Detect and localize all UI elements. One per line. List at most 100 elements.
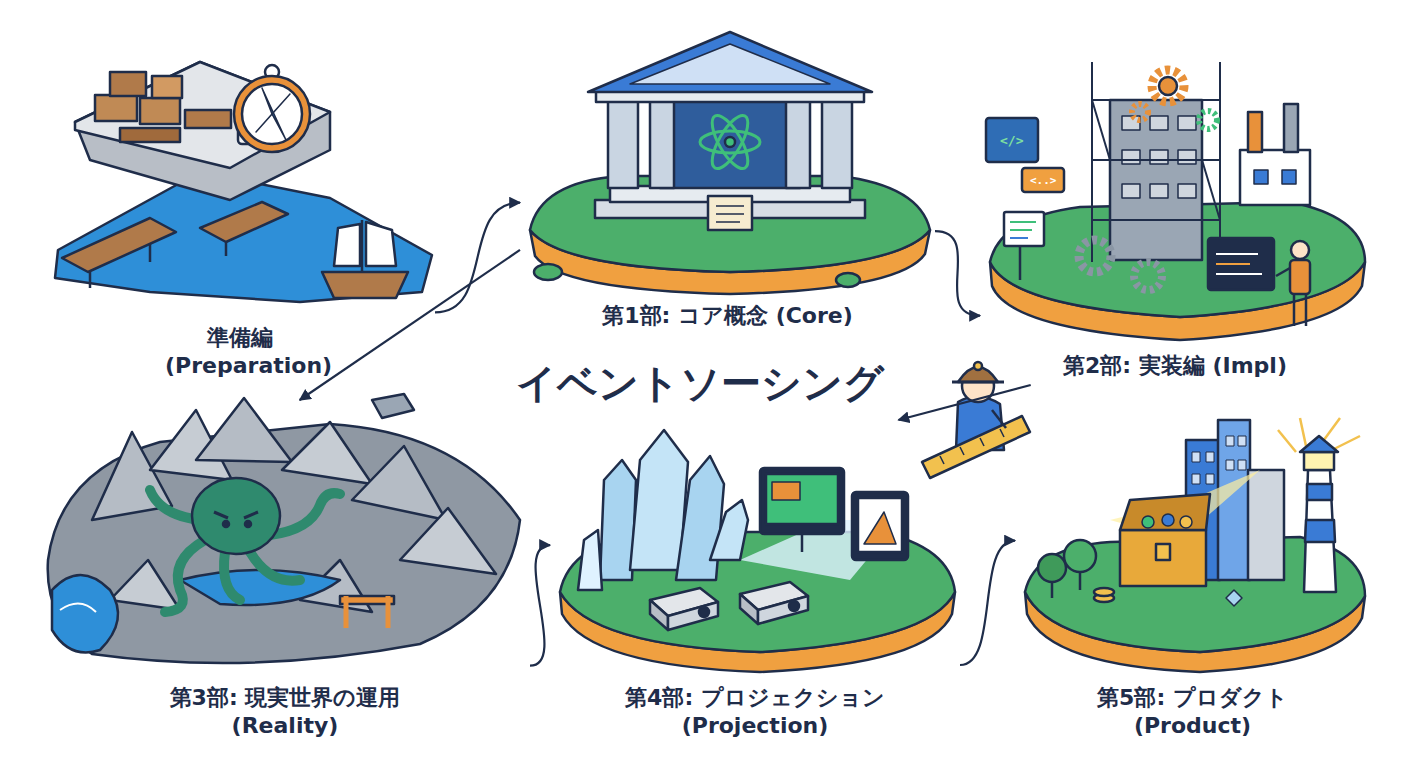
impl-island-part <box>1248 112 1262 152</box>
impl-island-part <box>1004 212 1044 246</box>
core-island-part <box>588 32 872 92</box>
product-island-part <box>1142 516 1154 528</box>
preparation-island-part <box>322 272 408 298</box>
impl-island-part <box>1010 237 1028 239</box>
projection-island-part <box>668 602 718 630</box>
preparation-island-part <box>242 84 302 144</box>
reality-island-part <box>60 603 96 612</box>
projection-island-part <box>676 456 724 580</box>
preparation-island-part <box>89 272 92 288</box>
projection-island-part <box>650 600 668 630</box>
preparation-island-part <box>256 94 290 132</box>
projection-island-part <box>760 468 844 534</box>
reality-island-part-part <box>165 540 205 612</box>
impl-island-part <box>1159 77 1177 95</box>
projection-island-part <box>801 534 804 552</box>
impl-island-part <box>1293 294 1296 326</box>
impl-island-part-part <box>1092 100 1110 160</box>
product-island-part-part <box>1192 452 1200 462</box>
product-island-part-part <box>1300 418 1306 446</box>
reality-island-part <box>386 596 391 628</box>
impl-island-part-part <box>1202 160 1220 220</box>
projection-island-part <box>789 601 799 611</box>
explorer-figure-part-part <box>940 456 944 464</box>
core-island-part <box>608 98 638 188</box>
impl-island-part-part <box>1150 150 1168 164</box>
reality-island <box>48 394 520 663</box>
product-island-part <box>1304 470 1336 592</box>
island-label: 準備編 (Preparation) <box>165 324 315 381</box>
core-island-part-part <box>705 111 754 174</box>
impl-island-part-part <box>1178 116 1196 130</box>
projection-island-part <box>740 594 758 624</box>
diagram-title: イベントソーシング <box>516 359 884 407</box>
reality-island-part <box>196 398 292 462</box>
explorer-figure-part <box>940 429 1004 464</box>
impl-island-part-part <box>1122 184 1140 198</box>
preparation-island-part <box>62 218 176 272</box>
impl-island-part-part <box>1150 184 1168 198</box>
island-node: 第2部: 実装編 (Impl) <box>980 55 1370 385</box>
product-island <box>1025 418 1365 672</box>
reality-island-part <box>282 422 372 484</box>
product-island-part <box>1300 436 1338 452</box>
explorer-figure-part <box>952 381 1004 384</box>
preparation-island-part <box>200 202 288 242</box>
preparation-island-part <box>120 128 180 142</box>
preparation-island-part <box>185 110 231 128</box>
impl-island-part-part <box>1219 62 1221 262</box>
product-island-part <box>1064 540 1096 572</box>
impl-island-part <box>1284 104 1298 152</box>
preparation-island-part <box>262 88 286 140</box>
island-label: 第1部: コア概念 (Core) <box>602 302 853 331</box>
product-island-part-part <box>1206 474 1214 484</box>
core-island-part <box>660 98 800 188</box>
island-node: 準備編 (Preparation) <box>45 55 435 385</box>
explorer-figure-part <box>922 416 1030 478</box>
preparation-island-part <box>225 242 228 256</box>
product-island-part-part <box>1278 430 1296 452</box>
product-island-part <box>1304 452 1334 470</box>
impl-island-part <box>1022 168 1064 192</box>
reality-island-part <box>192 478 280 554</box>
core-island-part-part <box>700 131 760 153</box>
product-island-part-part <box>1226 436 1234 446</box>
product-island-part-part <box>1238 460 1246 470</box>
projection-island-part <box>578 530 602 590</box>
impl-island-part-part <box>1178 150 1196 164</box>
projection-island <box>560 430 955 672</box>
projection-island-part <box>858 498 902 552</box>
flow-arrow <box>935 231 980 316</box>
impl-island-part <box>1216 253 1258 255</box>
preparation-island-part <box>75 62 330 168</box>
product-island-part <box>1110 470 1260 540</box>
impl-island-part <box>1079 240 1111 272</box>
projection-island-part <box>852 492 908 560</box>
island-node: 第4部: プロジェクション (Projection) <box>550 420 960 745</box>
product-island-part-part <box>1206 452 1214 462</box>
impl-island-part <box>1199 111 1217 129</box>
island-node: 第3部: 現実世界の運用 (Reality) <box>40 400 530 745</box>
preparation-island-part <box>75 62 330 200</box>
code-icon-text: <..> <box>1030 175 1057 186</box>
product-island-part <box>1248 470 1284 580</box>
projection-island-part <box>772 482 800 500</box>
impl-island-part <box>1010 221 1036 223</box>
reality-island-part <box>400 508 496 574</box>
reality-island-part <box>180 570 340 605</box>
explorer-figure <box>922 362 1030 478</box>
core-island-part <box>630 44 830 84</box>
product-island-part-part <box>1192 474 1200 484</box>
impl-island-part <box>1305 294 1308 326</box>
core-island <box>530 32 930 294</box>
explorer-figure-part-part <box>980 438 984 446</box>
product-island-part <box>1156 544 1170 560</box>
product-island-part <box>1180 516 1192 528</box>
impl-island-part <box>1092 62 1220 262</box>
product-island-part <box>1120 530 1206 586</box>
impl-island-part <box>1208 238 1274 290</box>
island-node: 第1部: コア概念 (Core) <box>520 20 935 335</box>
impl-island-part <box>1019 246 1022 280</box>
reality-island-part <box>352 446 446 520</box>
